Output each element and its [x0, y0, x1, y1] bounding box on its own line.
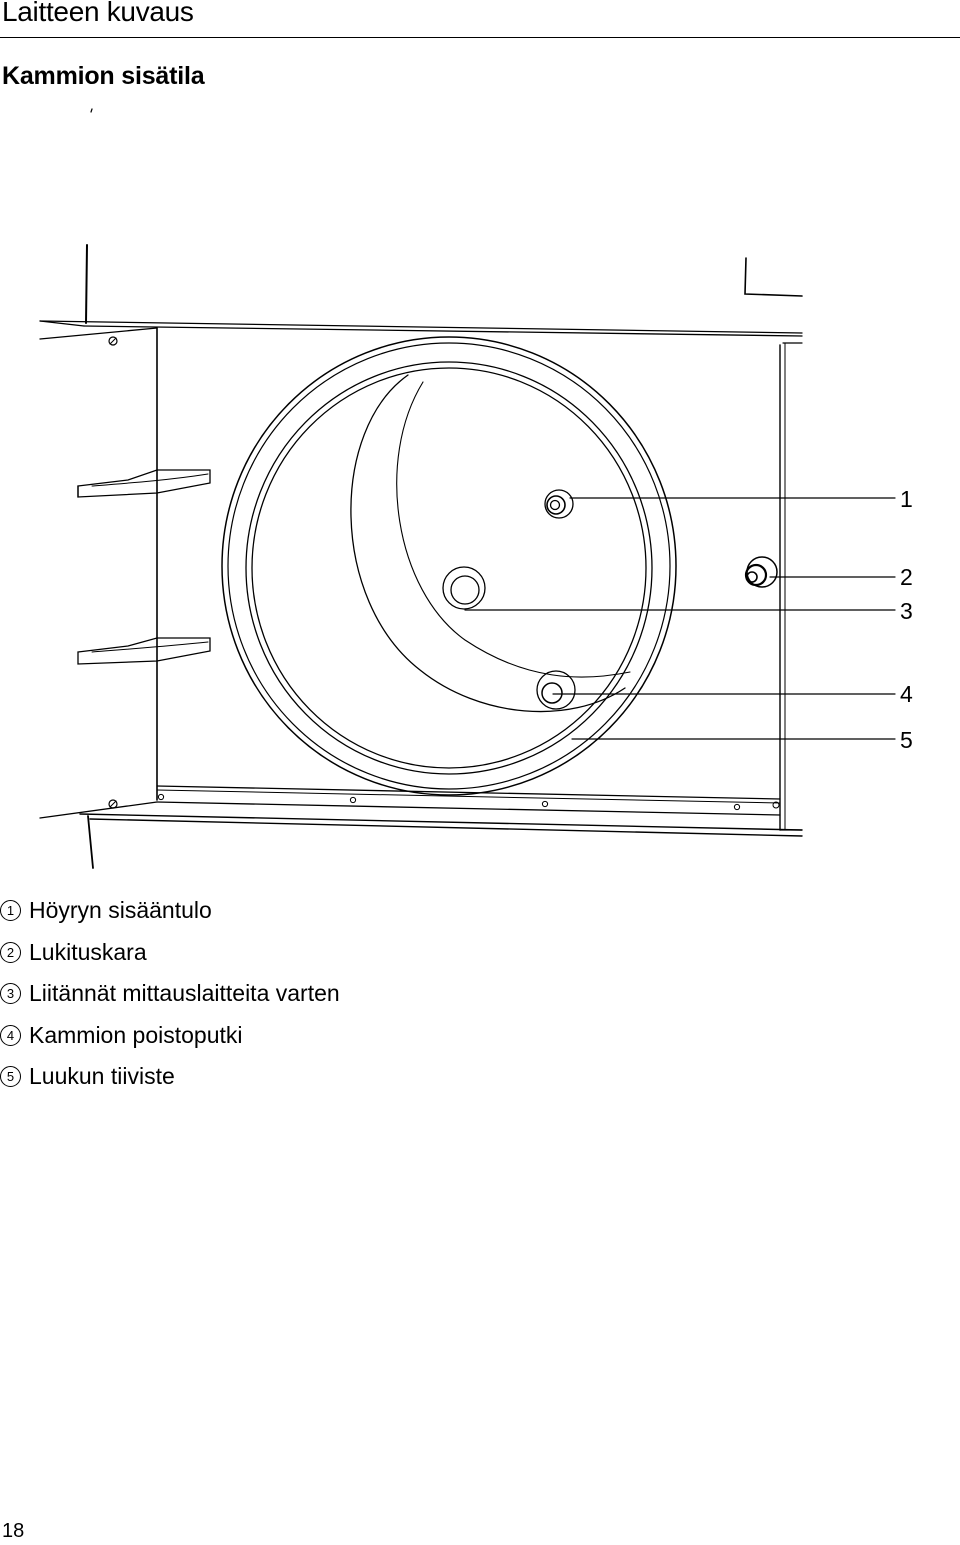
section-heading: Kammion sisätila — [2, 62, 205, 90]
legend-marker: 3 — [0, 983, 21, 1005]
legend-item: 2 Lukituskara — [0, 932, 340, 974]
callout-number: 3 — [900, 598, 913, 624]
callout-number: 1 — [900, 486, 913, 512]
chamber-interior-illustration: 1 2 3 4 5 — [39, 108, 913, 869]
legend-item: 3 Liitännät mittauslaitteita varten — [0, 973, 340, 1015]
figure-legend: 1 Höyryn sisääntulo 2 Lukituskara 3 Liit… — [0, 890, 340, 1098]
legend-text: Luukun tiiviste — [29, 1063, 175, 1090]
legend-text: Liitännät mittauslaitteita varten — [29, 980, 340, 1007]
legend-item: 4 Kammion poistoputki — [0, 1015, 340, 1057]
title-divider — [0, 37, 960, 38]
legend-item: 5 Luukun tiiviste — [0, 1056, 340, 1098]
legend-marker: 4 — [0, 1024, 21, 1046]
legend-text: Kammion poistoputki — [29, 1021, 243, 1048]
callout-number: 4 — [900, 681, 913, 707]
legend-text: Höyryn sisääntulo — [29, 897, 212, 924]
legend-marker: 5 — [0, 1066, 21, 1088]
page-title: Laitteen kuvaus — [2, 0, 194, 27]
legend-marker: 2 — [0, 941, 21, 963]
legend-marker: 1 — [0, 900, 21, 922]
page-number: 18 — [2, 1520, 25, 1542]
callout-number: 5 — [900, 727, 913, 753]
legend-text: Lukituskara — [29, 938, 147, 965]
callout-number: 2 — [900, 564, 913, 590]
legend-item: 1 Höyryn sisääntulo — [0, 890, 340, 932]
